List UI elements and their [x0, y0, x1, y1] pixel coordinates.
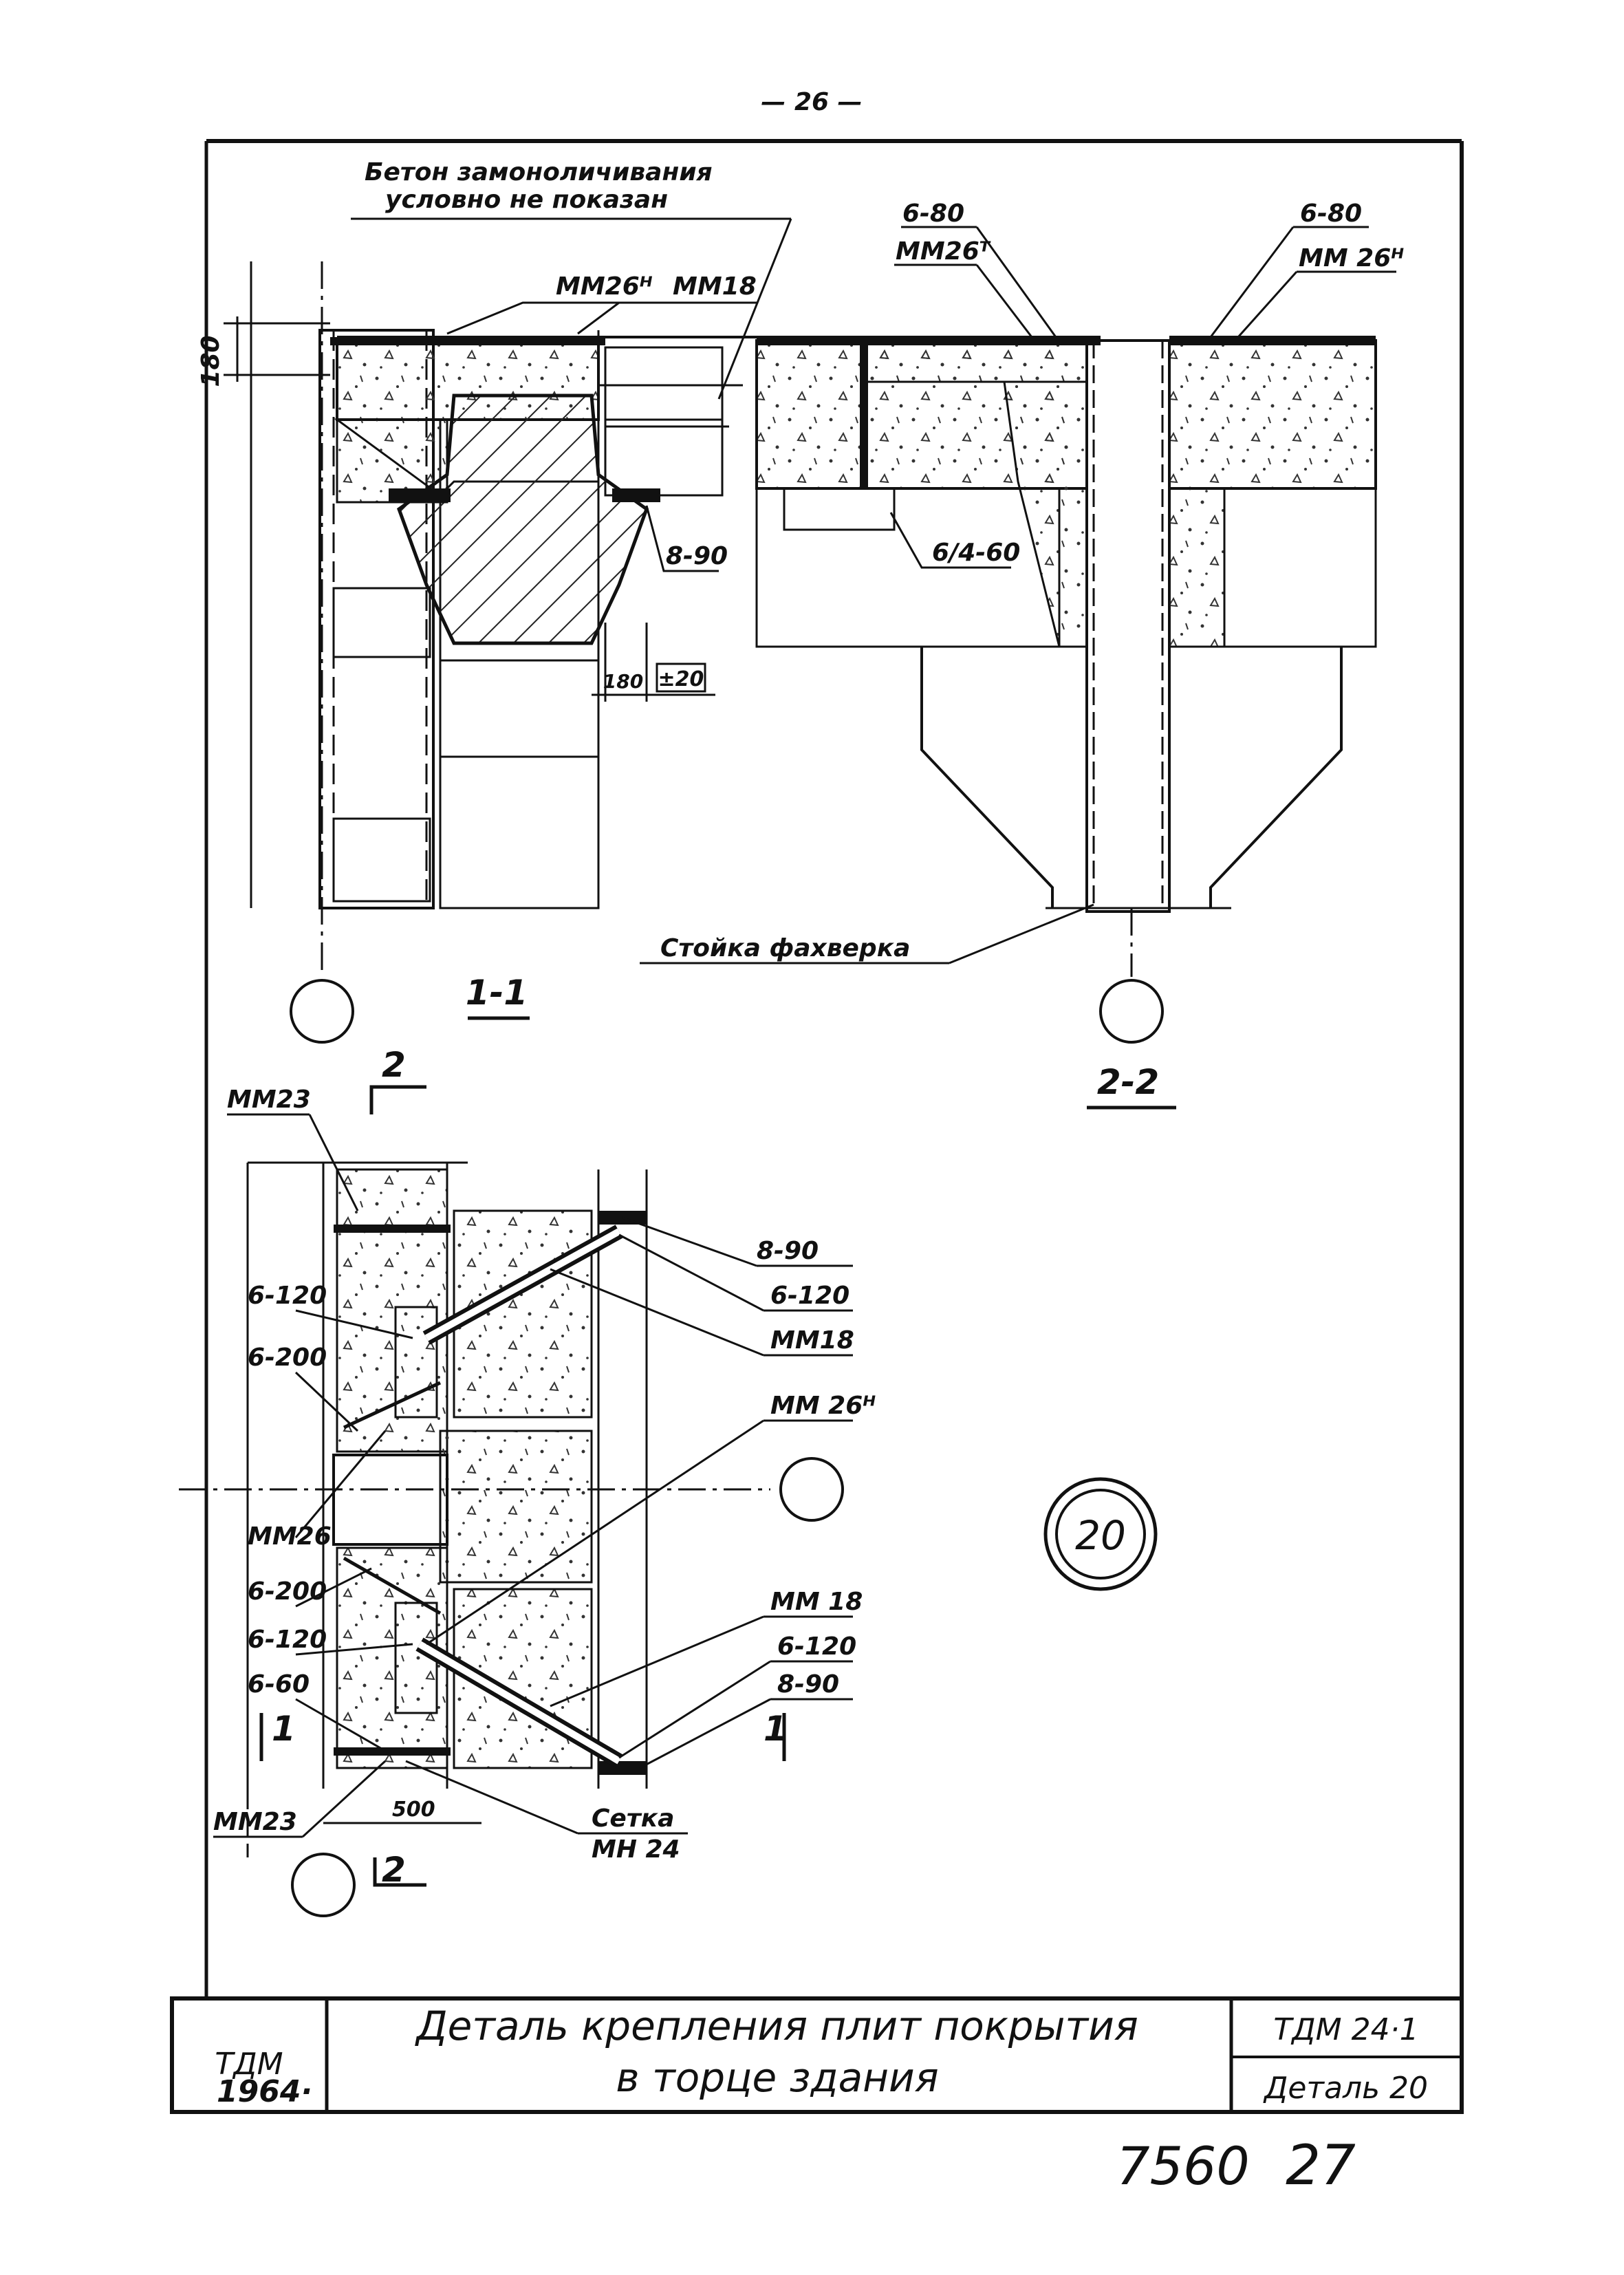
series-code: ТДМ 24·1 — [1273, 2012, 1418, 2047]
plan-mm23-bottom: ММ23 — [213, 1808, 297, 1836]
plan-r-mm18-b: ММ 18 — [770, 1588, 863, 1616]
facade-post-callout: Стойка фахверка — [640, 903, 1094, 964]
plan-6-200-b: 6-200 — [248, 1577, 327, 1606]
plan-mm26: ММ26 — [248, 1522, 332, 1551]
mark-weld-left: 6-80 — [902, 200, 964, 228]
plan-6-60: 6-60 — [248, 1670, 310, 1699]
archive-number: 7560 — [1116, 2135, 1249, 2197]
plan-6-200-a: 6-200 — [248, 1344, 327, 1372]
plan-mesh-line1: Сетка — [592, 1804, 674, 1833]
title-block: ТДМ 1964· Деталь крепления плит покрытия… — [170, 1996, 1464, 2114]
dim-180-bottom: 180 — [603, 670, 643, 693]
concrete-note-line1: Бетон замоноличивания — [365, 158, 713, 186]
logo: ТДМ — [215, 2047, 283, 2082]
detail-number: 20 — [1075, 1512, 1126, 1559]
mark-weld-8-90: 8-90 — [666, 542, 728, 570]
dim-offset: ±20 — [658, 667, 704, 691]
detail-badge: 20 — [1043, 1477, 1158, 1591]
section-label-1-1: 1-1 — [466, 973, 528, 1013]
plan-mm23-top: ММ23 — [227, 1086, 311, 1114]
plan-r-6-120-b: 6-120 — [777, 1632, 856, 1661]
section-1-1: 180 180 ±20 ММ26ᴴ ММ18 8-90 1-1 — [197, 261, 757, 1044]
plan-view: 2 2 1 1 ММ23 6-120 6-200 ММ26 6-200 6-12… — [179, 1045, 876, 1917]
title-line1: Деталь крепления плит покрытия — [414, 2003, 1138, 2049]
plan-r-8-90-a: 8-90 — [757, 1237, 819, 1265]
cut-2-bottom: 2 — [382, 1850, 406, 1890]
cut-1-right: 1 — [764, 1709, 788, 1749]
plan-r-6-120-a: 6-120 — [770, 1282, 849, 1310]
page-number: — 26 — — [761, 88, 862, 116]
mark-weld-right: 6-80 — [1300, 200, 1362, 228]
dim-180-top: 180 — [197, 335, 225, 387]
mark-mm26h: ММ 26ᴴ — [1299, 244, 1404, 272]
section-label-2-2: 2-2 — [1097, 1062, 1159, 1102]
plan-6-120-b: 6-120 — [248, 1626, 327, 1654]
section-2-2: 6-80 ММ26ᵀ 6-80 ММ 26ᴴ 6/4-60 2-2 — [755, 200, 1404, 1110]
plan-6-120-a: 6-120 — [248, 1282, 327, 1310]
plan-dim-500: 500 — [392, 1798, 435, 1822]
concrete-note: Бетон замоноличивания условно не показан — [351, 158, 792, 400]
plan-mesh-line2: МН 24 — [592, 1835, 680, 1864]
cut-1-left: 1 — [272, 1709, 296, 1749]
plan-r-mm26h: ММ 26ᴴ — [770, 1392, 876, 1420]
mark-mm26t: ММ26ᵀ — [896, 237, 991, 266]
plan-r-mm18-a: ММ18 — [770, 1326, 854, 1355]
title-line2: в торце здания — [616, 2054, 938, 2101]
page-index: 27 — [1286, 2133, 1356, 2197]
concrete-note-line2: условно не показан — [385, 186, 668, 214]
sheet-code: Деталь 20 — [1263, 2071, 1428, 2106]
mark-weld-mid: 6/4-60 — [932, 539, 1020, 567]
mark-mm18: ММ18 — [673, 272, 757, 301]
facade-post-label: Стойка фахверка — [660, 934, 910, 962]
year: 1964· — [217, 2074, 312, 2109]
plan-r-8-90-b: 8-90 — [777, 1670, 839, 1699]
mark-mm26: ММ26ᴴ — [556, 272, 653, 301]
cut-2-top: 2 — [382, 1045, 406, 1085]
